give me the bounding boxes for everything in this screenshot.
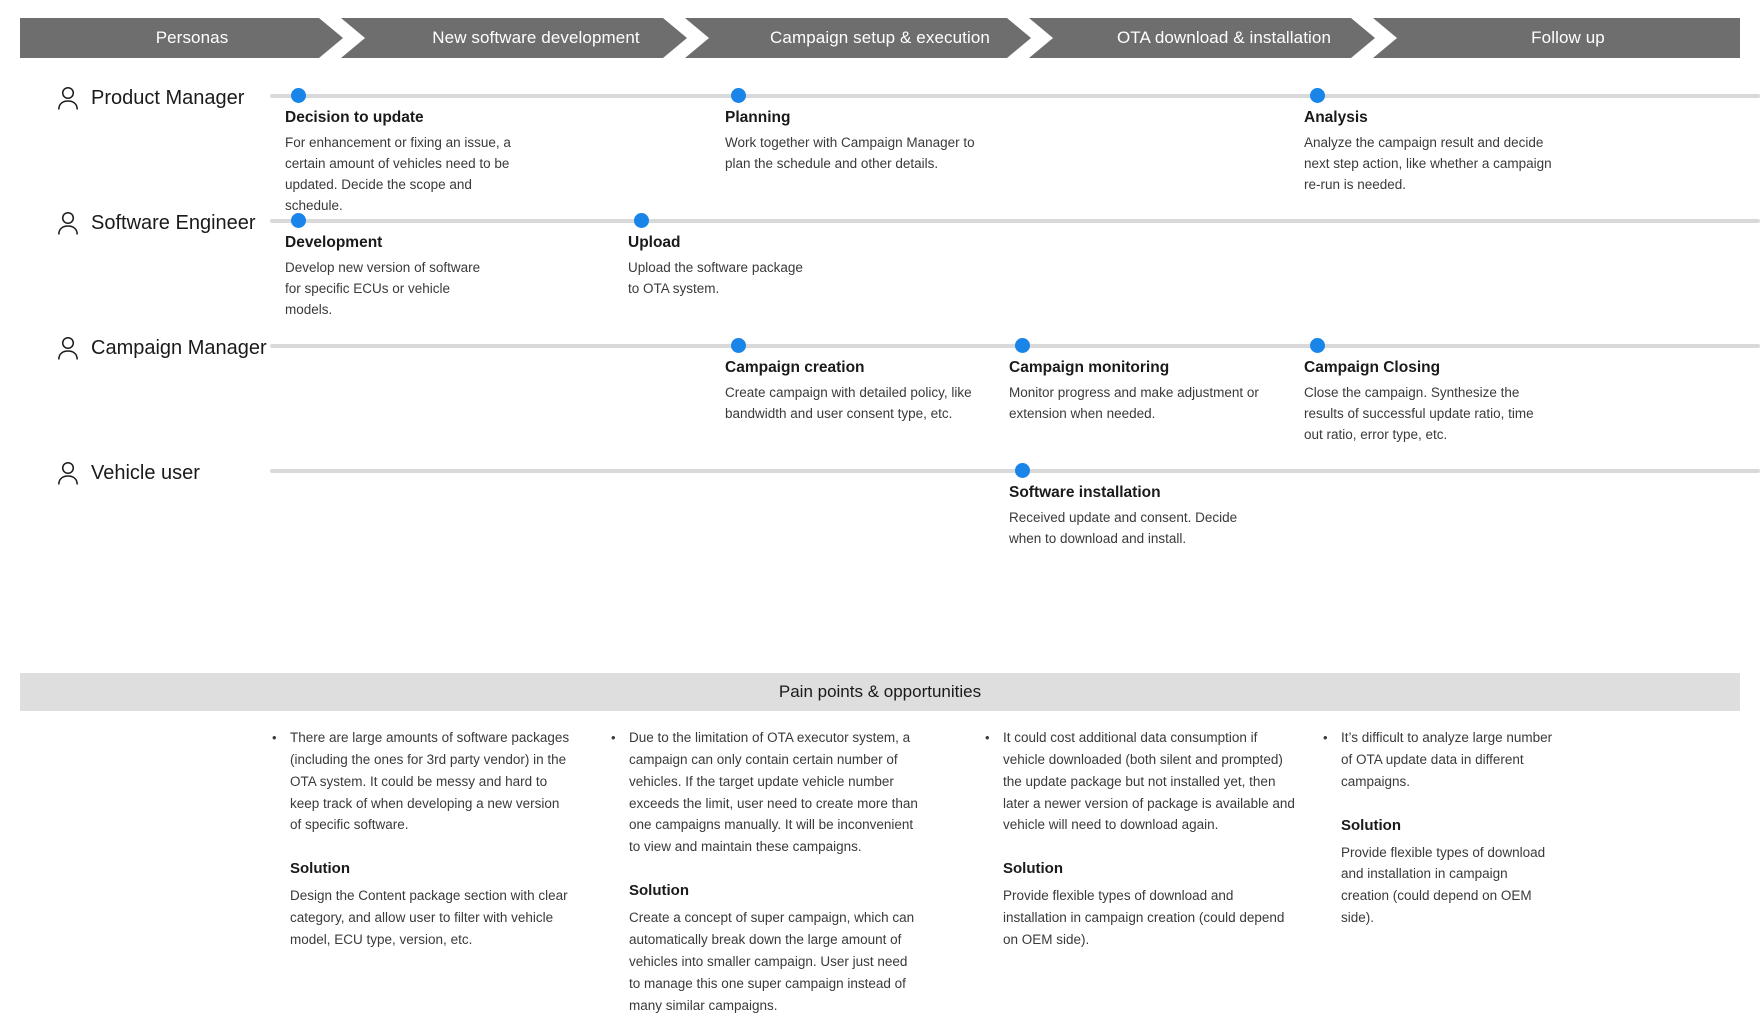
persona-row-software-engineer: Software Engineer Development Develop ne…: [0, 185, 1760, 317]
persona-name: Product Manager: [91, 87, 245, 109]
phase-cell-campaign-setup-execution: Campaign setup & execution: [708, 18, 1053, 58]
persona-row-product-manager: Product Manager Decision to update For e…: [0, 60, 1760, 213]
phase-label: OTA download & installation: [1116, 28, 1332, 47]
solution-block: Solution Provide flexible types of downl…: [985, 860, 1300, 951]
phase-label: Campaign setup & execution: [770, 28, 990, 47]
milestone-dot[interactable]: [291, 88, 306, 103]
node-description: Work together with Campaign Manager to p…: [725, 135, 975, 171]
pain-point-column-4: • It’s difficult to analyze large number…: [1323, 727, 1563, 929]
solution-label: Solution: [629, 882, 689, 900]
timeline-track: [270, 219, 1760, 223]
pain-point-column-1: • There are large amounts of software pa…: [272, 727, 572, 951]
timeline-track: [270, 94, 1760, 98]
solution-text: Provide flexible types of download and i…: [1341, 844, 1546, 926]
solution-block: Solution Provide flexible types of downl…: [1323, 817, 1563, 929]
solution-text: Provide flexible types of download and i…: [1003, 888, 1285, 948]
node-description: Received update and consent. Decide when…: [1009, 510, 1238, 546]
person-icon: [58, 461, 78, 485]
persona-name: Software Engineer: [91, 212, 256, 234]
phase-header-band: Personas New software development Campai…: [20, 18, 1740, 58]
persona-label-campaign-manager: Campaign Manager: [57, 336, 267, 360]
persona-label-vehicle-user: Vehicle user: [57, 461, 200, 485]
milestone-dot[interactable]: [1015, 463, 1030, 478]
milestone-dot[interactable]: [1015, 338, 1030, 353]
person-icon: [58, 336, 78, 360]
pain-point-item: • Due to the limitation of OTA executor …: [611, 727, 921, 858]
milestone-dot[interactable]: [731, 338, 746, 353]
node-description: Close the campaign. Synthesize the resul…: [1304, 385, 1534, 442]
solution-label: Solution: [1003, 860, 1063, 878]
pain-point-text: It could cost additional data consumptio…: [1003, 730, 1295, 833]
phase-cell-personas: Personas: [20, 18, 365, 58]
node-title: Upload: [628, 234, 681, 251]
bullet-icon: •: [611, 730, 616, 745]
pain-point-text: Due to the limitation of OTA executor sy…: [629, 730, 918, 855]
node-description: Monitor progress and make adjustment or …: [1009, 385, 1259, 421]
solution-text: Design the Content package section with …: [290, 888, 568, 948]
milestone-dot[interactable]: [1310, 338, 1325, 353]
chevron-right-icon: [663, 18, 709, 58]
chevron-right-icon: [1007, 18, 1053, 58]
node-title: Development: [285, 234, 383, 251]
node-title: Planning: [725, 109, 791, 126]
bullet-icon: •: [985, 730, 990, 745]
persona-label-software-engineer: Software Engineer: [57, 211, 256, 235]
pain-point-text: There are large amounts of software pack…: [290, 730, 570, 833]
pain-points-columns: • There are large amounts of software pa…: [0, 727, 1760, 1013]
phase-cell-new-software-development: New software development: [364, 18, 709, 58]
persona-row-campaign-manager: Campaign Manager Campaign creation Creat…: [0, 310, 1760, 442]
persona-name: Campaign Manager: [91, 337, 267, 359]
persona-row-vehicle-user: Vehicle user Software installation Recei…: [0, 435, 1760, 560]
node-description: For enhancement or fixing an issue, a ce…: [285, 135, 511, 213]
person-icon: [58, 86, 78, 110]
solution-label: Solution: [1341, 816, 1401, 834]
solution-label: Solution: [290, 860, 350, 878]
pain-points-title: Pain points & opportunities: [778, 682, 982, 701]
phase-label: New software development: [432, 28, 640, 47]
person-icon: [58, 211, 78, 235]
persona-label-product-manager: Product Manager: [57, 86, 244, 110]
node-title: Campaign creation: [725, 359, 865, 376]
pain-point-item: • It’s difficult to analyze large number…: [1323, 727, 1563, 793]
solution-block: Solution Create a concept of super campa…: [611, 882, 921, 1016]
node-title: Campaign Closing: [1304, 359, 1441, 376]
node-description: Develop new version of software for spec…: [285, 260, 481, 317]
journey-rows: Product Manager Decision to update For e…: [0, 60, 1760, 560]
phase-cell-follow-up: Follow up: [1396, 18, 1740, 58]
pain-point-column-2: • Due to the limitation of OTA executor …: [611, 727, 921, 1016]
bullet-icon: •: [272, 730, 277, 745]
pain-points-band: Pain points & opportunities: [20, 673, 1740, 711]
milestone-dot[interactable]: [634, 213, 649, 228]
milestone-dot[interactable]: [291, 213, 306, 228]
node-title: Software installation: [1009, 484, 1161, 501]
phase-label: Personas: [155, 28, 229, 47]
node-title: Decision to update: [285, 109, 424, 126]
pain-point-column-3: • It could cost additional data consumpt…: [985, 727, 1300, 951]
pain-point-item: • It could cost additional data consumpt…: [985, 727, 1300, 836]
milestone-dot[interactable]: [1310, 88, 1325, 103]
chevron-right-icon: [319, 18, 365, 58]
persona-name: Vehicle user: [91, 462, 200, 484]
milestone-dot[interactable]: [731, 88, 746, 103]
pain-point-item: • There are large amounts of software pa…: [272, 727, 572, 836]
node-description: Upload the software package to OTA syste…: [628, 260, 803, 296]
chevron-right-icon: [1351, 18, 1397, 58]
node-description: Create campaign with detailed policy, li…: [725, 385, 972, 421]
phase-label: Follow up: [1531, 28, 1605, 47]
bullet-icon: •: [1323, 730, 1328, 745]
solution-block: Solution Design the Content package sect…: [272, 860, 572, 951]
node-title: Analysis: [1304, 109, 1368, 126]
phase-cell-ota-download-installation: OTA download & installation: [1052, 18, 1397, 58]
node-description: Analyze the campaign result and decide n…: [1304, 135, 1552, 192]
pain-point-text: It’s difficult to analyze large number o…: [1341, 730, 1553, 789]
node-title: Campaign monitoring: [1009, 359, 1170, 376]
